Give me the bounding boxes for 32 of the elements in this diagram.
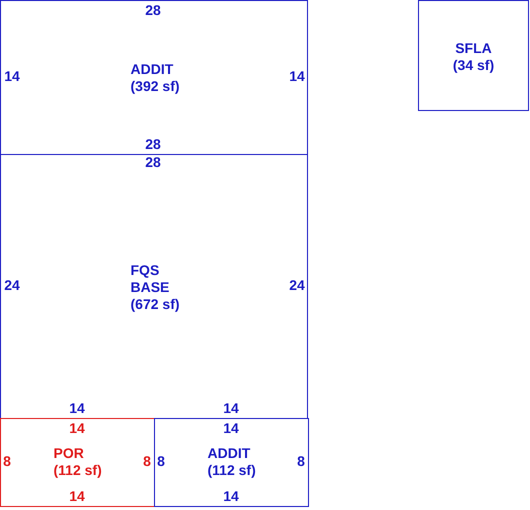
- room-outline: [0, 154, 308, 419]
- dimension-label: 8: [157, 453, 165, 469]
- room-outline: [0, 418, 155, 507]
- dimension-label: 14: [69, 400, 85, 416]
- dimension-label: 8: [3, 453, 11, 469]
- dimension-label: 14: [223, 488, 239, 504]
- room-name: POR: [54, 444, 84, 462]
- room-area: (34 sf): [419, 57, 528, 74]
- room-outline: [418, 0, 529, 111]
- dimension-label: 8: [143, 453, 151, 469]
- dimension-label: 28: [145, 154, 161, 170]
- room-name: FQS BASE: [130, 262, 170, 296]
- dimension-label: 14: [4, 68, 20, 84]
- room-outline: [154, 418, 309, 507]
- dimension-label: 8: [297, 453, 305, 469]
- room-name: ADDIT: [130, 60, 174, 78]
- dimension-label: 28: [145, 136, 161, 152]
- dimension-label: 28: [145, 2, 161, 18]
- room-area: (672 sf): [130, 296, 180, 312]
- dimension-label: 14: [289, 68, 305, 84]
- dimension-label: 14: [69, 420, 85, 436]
- room-area: (392 sf): [130, 78, 180, 94]
- room-name: ADDIT: [208, 444, 250, 462]
- dimension-label: 14: [223, 420, 239, 436]
- room-outline: [0, 0, 308, 155]
- room-area: (112 sf): [208, 462, 256, 478]
- dimension-label: 24: [289, 277, 305, 293]
- dimension-label: 14: [69, 488, 85, 504]
- dimension-label: 24: [4, 277, 20, 293]
- room-name: SFLA: [455, 40, 492, 57]
- dimension-label: 14: [223, 400, 239, 416]
- room-area: (112 sf): [54, 462, 102, 478]
